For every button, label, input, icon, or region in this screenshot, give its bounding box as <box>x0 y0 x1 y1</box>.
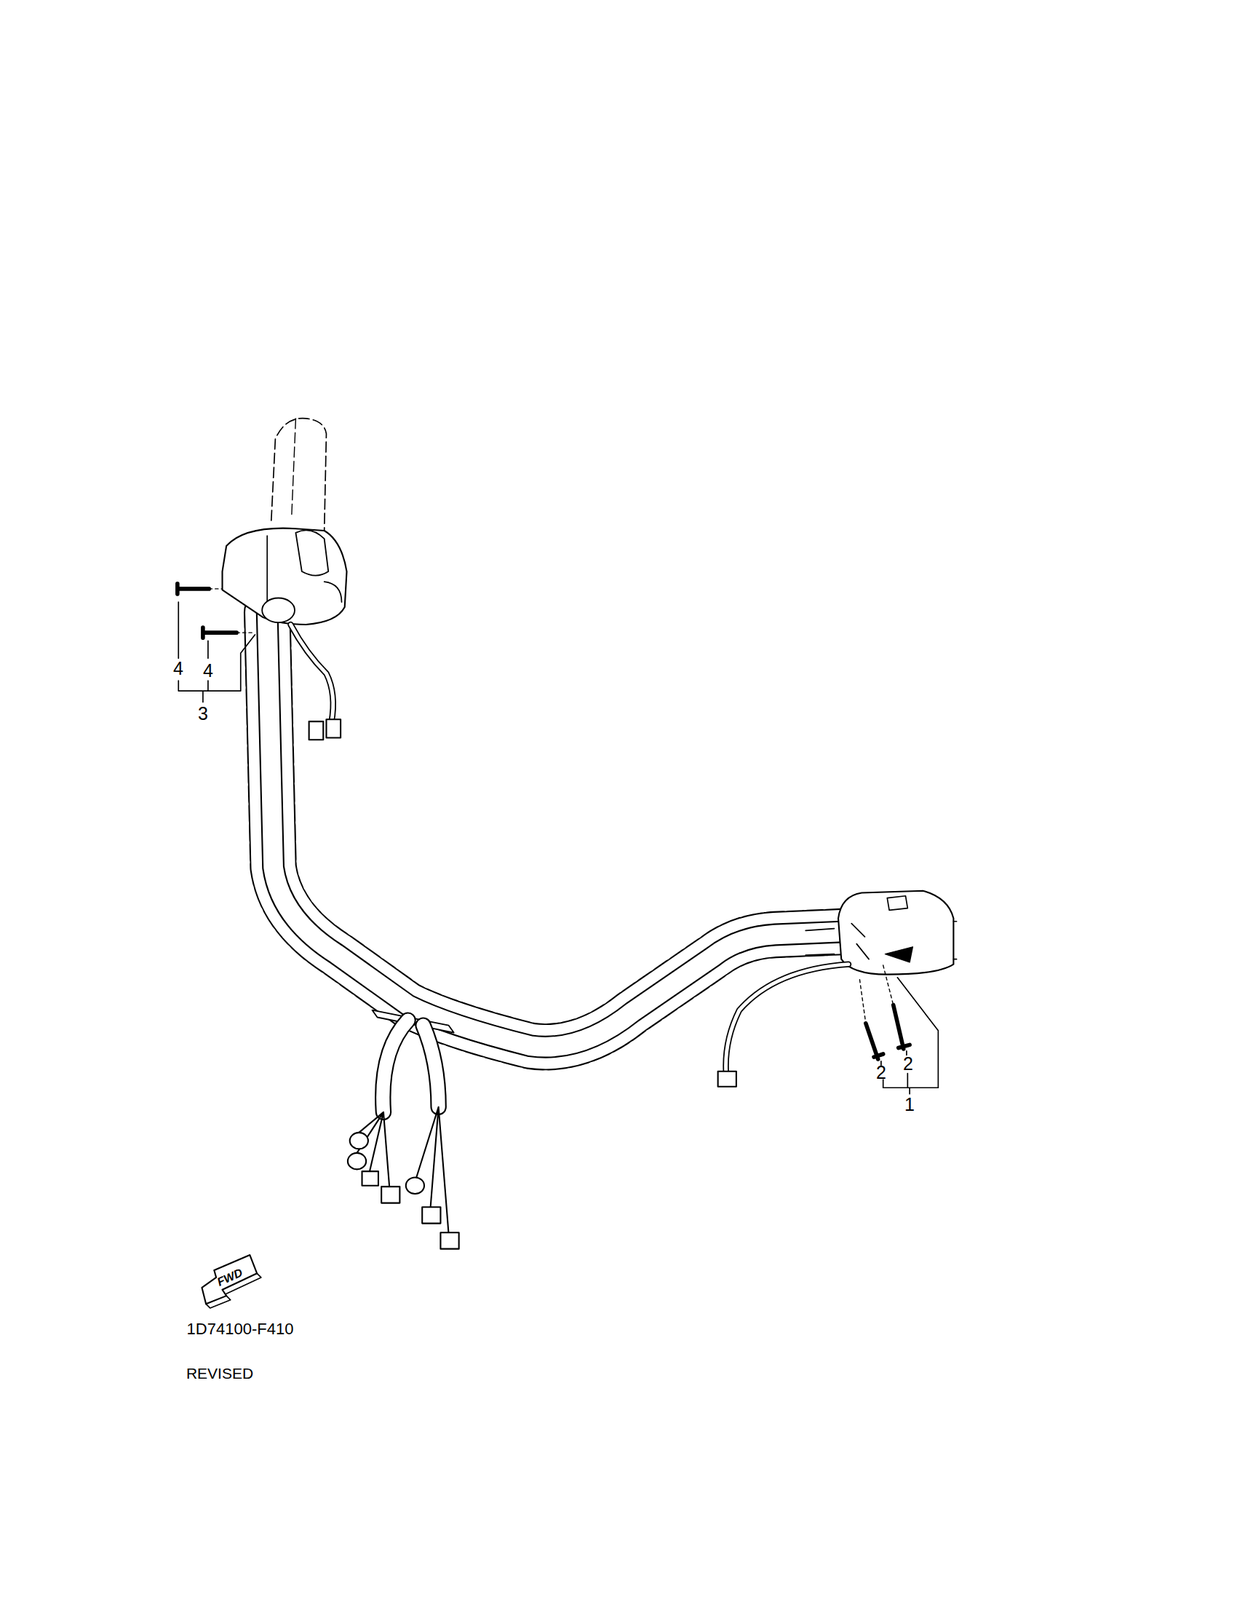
revision-note: REVISED <box>186 1365 254 1381</box>
callout-number: 4 <box>173 659 184 678</box>
callout-number: 2 <box>903 1054 914 1073</box>
diagram-code: 1D74100-F410 <box>187 1320 294 1337</box>
callout-number: 2 <box>876 1063 887 1082</box>
callout-number: 1 <box>904 1095 915 1114</box>
callout-number: 3 <box>197 704 209 723</box>
callout-number: 4 <box>203 661 214 680</box>
